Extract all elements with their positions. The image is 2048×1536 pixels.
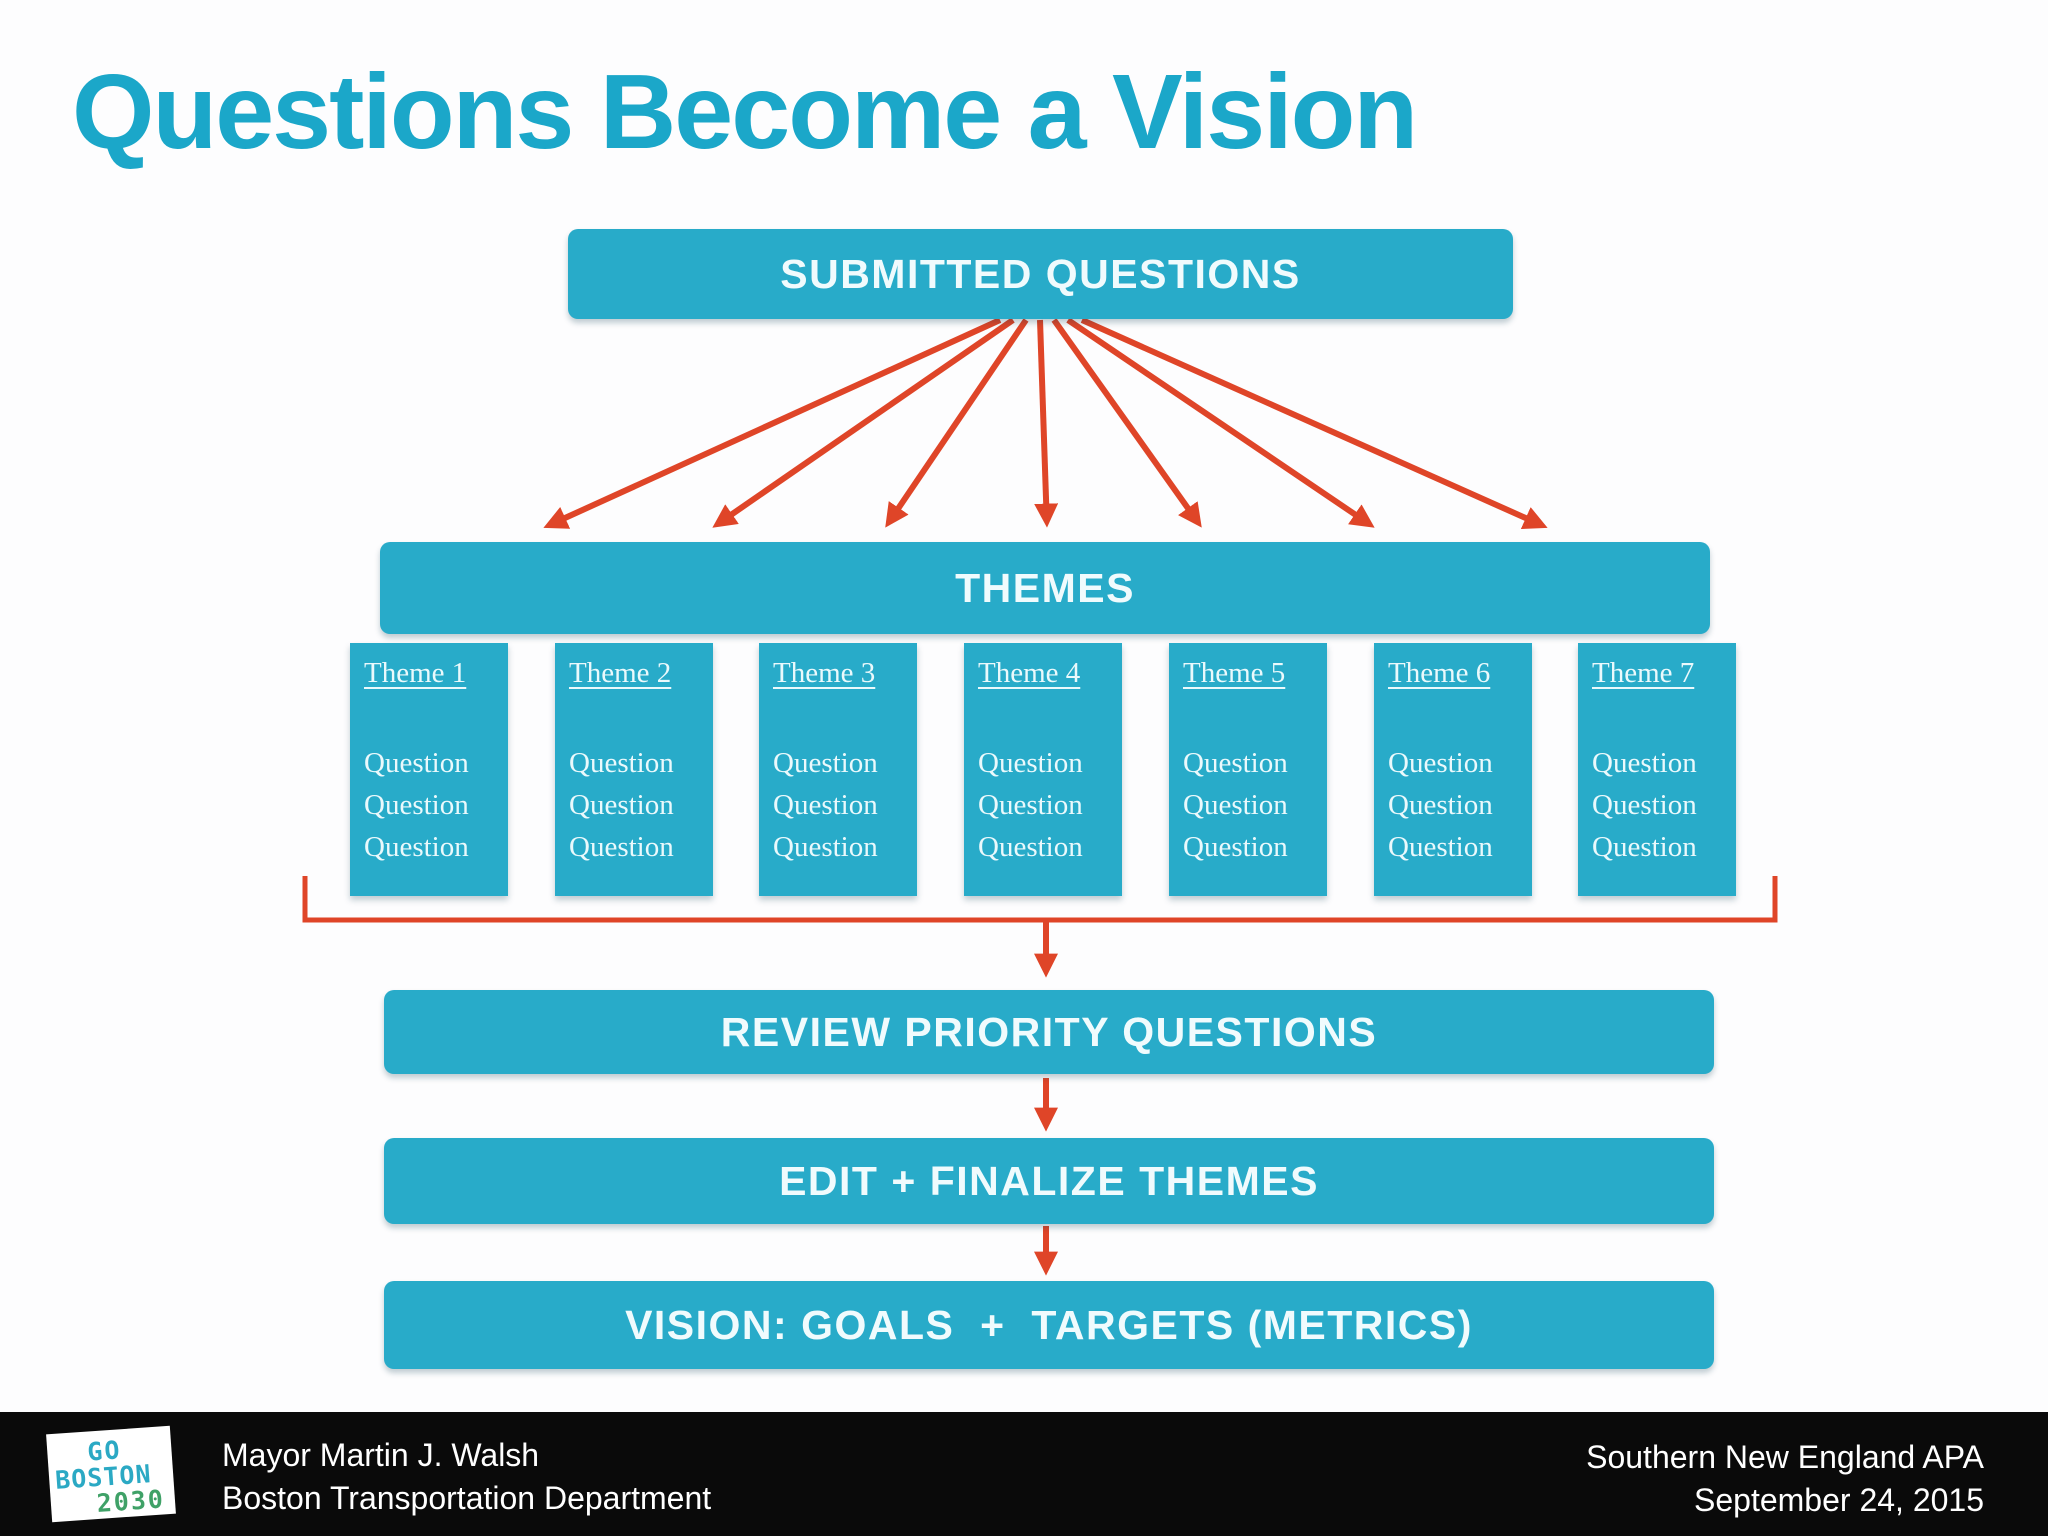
theme-question: Question [978, 789, 1083, 821]
theme-title: Theme 4 [978, 657, 1081, 689]
theme-question: Question [1388, 747, 1493, 779]
theme-question: Question [978, 831, 1083, 863]
edit-finalize-themes-bar: EDIT + FINALIZE THEMES [384, 1138, 1714, 1224]
footer-event-block: Southern New England APA September 24, 2… [1586, 1436, 1984, 1522]
theme-question: Question [978, 747, 1083, 779]
theme-title: Theme 5 [1183, 657, 1286, 689]
theme-question: Question [364, 789, 469, 821]
theme-title: Theme 3 [773, 657, 876, 689]
theme-question: Question [1592, 831, 1697, 863]
footer-event-line2: September 24, 2015 [1694, 1482, 1984, 1518]
go-boston-2030-logo: GO BOSTON 2030 [46, 1425, 176, 1523]
theme-question: Question [1183, 789, 1288, 821]
submitted-questions-box: SUBMITTED QUESTIONS [568, 229, 1513, 319]
submitted-questions-label: SUBMITTED QUESTIONS [780, 250, 1301, 297]
footer-author-line1: Mayor Martin J. Walsh [222, 1437, 540, 1473]
footer-author-block: Mayor Martin J. Walsh Boston Transportat… [222, 1434, 711, 1520]
theme-question: Question [1183, 747, 1288, 779]
theme-title: Theme 6 [1388, 657, 1491, 689]
theme-question: Question [569, 831, 674, 863]
footer-bar: GO BOSTON 2030 Mayor Martin J. Walsh Bos… [0, 1412, 2048, 1536]
slide-title: Questions Become a Vision [72, 53, 1418, 171]
theme-question: Question [1592, 789, 1697, 821]
theme-question: Question [773, 831, 878, 863]
theme-question: Question [1388, 789, 1493, 821]
theme-question: Question [773, 789, 878, 821]
theme-question: Question [364, 831, 469, 863]
theme-question: Question [1592, 747, 1697, 779]
themes-bar: THEMES [380, 542, 1710, 634]
theme-question: Question [773, 747, 878, 779]
theme-question: Question [1388, 831, 1493, 863]
themes-bar-label: THEMES [955, 564, 1135, 611]
theme-title: Theme 7 [1592, 657, 1695, 689]
theme-question: Question [1183, 831, 1288, 863]
theme-question: Question [569, 789, 674, 821]
footer-event-line1: Southern New England APA [1586, 1439, 1984, 1475]
theme-title: Theme 2 [569, 657, 672, 689]
vision-goals-targets-label: VISION: GOALS + TARGETS (METRICS) [625, 1301, 1473, 1348]
vision-goals-targets-bar: VISION: GOALS + TARGETS (METRICS) [384, 1281, 1714, 1369]
theme-title: Theme 1 [364, 657, 467, 689]
edit-finalize-themes-label: EDIT + FINALIZE THEMES [779, 1157, 1319, 1204]
theme-question: Question [364, 747, 469, 779]
review-priority-questions-bar: REVIEW PRIORITY QUESTIONS [384, 990, 1714, 1074]
theme-question: Question [569, 747, 674, 779]
footer-author-line2: Boston Transportation Department [222, 1480, 712, 1516]
review-priority-questions-label: REVIEW PRIORITY QUESTIONS [720, 1008, 1378, 1055]
